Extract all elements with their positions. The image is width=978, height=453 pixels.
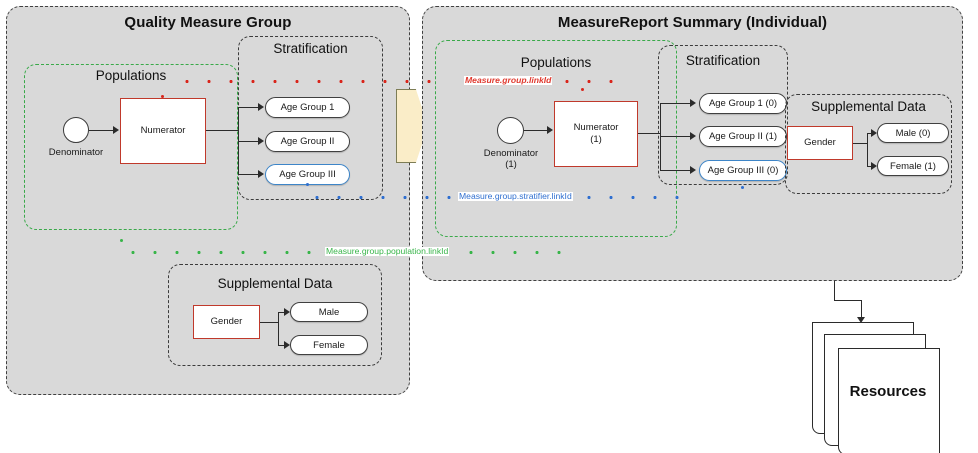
left-gender-to-female — [278, 345, 286, 346]
trace-group-linkid-dot-numerator-left — [161, 95, 165, 99]
left-supp-item-0-label: Male — [318, 306, 340, 318]
resources-connector-horizontal — [834, 300, 861, 301]
right-branch-to-ag1 — [660, 103, 692, 104]
right-denominator-node — [497, 117, 524, 144]
resources-connector-vertical-a — [834, 281, 835, 300]
right-supplemental-title: Supplemental Data — [811, 99, 926, 114]
resources-arrowhead — [857, 317, 865, 323]
left-female-arrowhead — [284, 341, 290, 349]
left-populations-region — [24, 64, 238, 230]
left-supp-item-0[interactable]: Male — [290, 302, 368, 322]
left-supplemental-region — [168, 264, 382, 366]
trace-population-dot-left — [120, 239, 124, 243]
left-branch-to-ag3 — [238, 174, 260, 175]
trace-population-linkid-left — [122, 251, 322, 254]
right-numerator-label: Numerator — [573, 122, 619, 134]
right-numerator-node: Numerator (1) — [554, 101, 638, 167]
left-branch-to-ag1 — [238, 107, 260, 108]
right-supp-item-1[interactable]: Female (1) — [877, 156, 949, 176]
trace-stratifier-linkid-label: Measure.group.stratifier.linkId — [458, 191, 573, 202]
right-branch-stem — [638, 133, 660, 134]
left-ag2-arrowhead — [258, 137, 264, 145]
left-numerator-label: Numerator — [140, 125, 186, 137]
right-gender-node: Gender — [787, 126, 853, 160]
right-gender-stem — [853, 143, 867, 144]
left-male-arrowhead — [284, 308, 290, 316]
trace-population-linkid-label: Measure.group.population.linkId — [325, 246, 450, 257]
left-gender-spine — [278, 312, 279, 345]
right-gender-to-male — [867, 133, 873, 134]
right-ag2-arrowhead — [690, 132, 696, 140]
left-strat-item-1-label: Age Group II — [280, 136, 335, 147]
trace-stratifier-linkid-right — [578, 196, 690, 199]
trace-stratifier-dot-left — [306, 183, 310, 187]
left-numerator-node: Numerator — [120, 98, 206, 164]
right-branch-to-ag3 — [660, 170, 692, 171]
right-gender-spine — [867, 133, 868, 166]
right-ag3-arrowhead — [690, 166, 696, 174]
right-supp-item-0[interactable]: Male (0) — [877, 123, 949, 143]
left-branch-stem — [206, 130, 238, 131]
resources-label: Resources — [849, 383, 927, 400]
trace-group-linkid-left — [176, 80, 438, 83]
right-supplemental-region — [785, 94, 952, 194]
right-denominator-value: (1) — [505, 159, 517, 171]
resources-doc-front — [838, 348, 940, 453]
left-strat-item-0-label: Age Group 1 — [280, 102, 335, 113]
left-denominator-label: Denominator — [48, 147, 104, 158]
trace-group-linkid-label: Measure.group.linkId — [464, 75, 553, 86]
right-strat-item-1-label: Age Group II (1) — [708, 131, 778, 142]
right-stratification-region — [658, 45, 788, 185]
right-denominator-name: Denominator — [483, 148, 539, 159]
left-gender-stem — [260, 322, 278, 323]
left-ag3-arrowhead — [258, 170, 264, 178]
right-strat-item-2[interactable]: Age Group III (0) — [699, 160, 787, 181]
right-numerator-value: (1) — [590, 134, 602, 145]
left-supp-item-1-label: Female — [313, 339, 345, 351]
left-supplemental-title: Supplemental Data — [217, 276, 333, 291]
left-strat-item-0[interactable]: Age Group 1 — [265, 97, 350, 118]
left-branch-spine — [238, 107, 239, 174]
right-strat-item-1[interactable]: Age Group II (1) — [699, 126, 787, 147]
right-stratification-title: Stratification — [685, 53, 761, 68]
trace-group-linkid-dot-numerator-right — [581, 88, 585, 92]
trace-population-linkid-right — [460, 251, 570, 254]
left-ag1-arrowhead — [258, 103, 264, 111]
right-female-arrowhead — [871, 162, 877, 170]
left-stratification-title: Stratification — [273, 41, 348, 56]
resources-connector-vertical-b — [861, 300, 862, 317]
left-denominator-node — [63, 117, 89, 143]
quality-measure-group-title: Quality Measure Group — [124, 14, 292, 31]
right-denominator-arrowhead — [547, 126, 553, 134]
left-strat-item-2[interactable]: Age Group III — [265, 164, 350, 185]
left-strat-item-1[interactable]: Age Group II — [265, 131, 350, 152]
left-supp-item-1[interactable]: Female — [290, 335, 368, 355]
left-denominator-arrowhead — [113, 126, 119, 134]
left-denominator-to-numerator-line — [89, 130, 113, 131]
right-supp-item-1-label: Female (1) — [890, 160, 936, 172]
right-male-arrowhead — [871, 129, 877, 137]
right-strat-item-2-label: Age Group III (0) — [707, 165, 779, 176]
trace-stratifier-linkid-left — [306, 196, 454, 199]
right-gender-label: Gender — [804, 137, 836, 149]
left-strat-item-2-label: Age Group III — [279, 169, 336, 180]
right-populations-region — [435, 40, 677, 237]
measurereport-summary-title: MeasureReport Summary (Individual) — [557, 14, 828, 31]
right-branch-to-ag2 — [660, 136, 692, 137]
right-strat-item-0[interactable]: Age Group 1 (0) — [699, 93, 787, 114]
trace-group-linkid-right — [556, 80, 622, 83]
left-gender-to-male — [278, 312, 286, 313]
right-gender-to-female — [867, 166, 873, 167]
right-denominator-label: Denominator (1) — [470, 148, 552, 171]
right-supp-item-0-label: Male (0) — [895, 127, 931, 139]
left-branch-to-ag2 — [238, 141, 260, 142]
right-strat-item-0-label: Age Group 1 (0) — [708, 98, 778, 109]
right-denominator-to-numerator-line — [524, 130, 547, 131]
trace-stratifier-dot-right — [741, 186, 745, 190]
right-populations-title: Populations — [520, 55, 592, 70]
right-ag1-arrowhead — [690, 99, 696, 107]
left-gender-node: Gender — [193, 305, 260, 339]
left-populations-title: Populations — [95, 68, 167, 83]
left-gender-label: Gender — [210, 316, 243, 328]
